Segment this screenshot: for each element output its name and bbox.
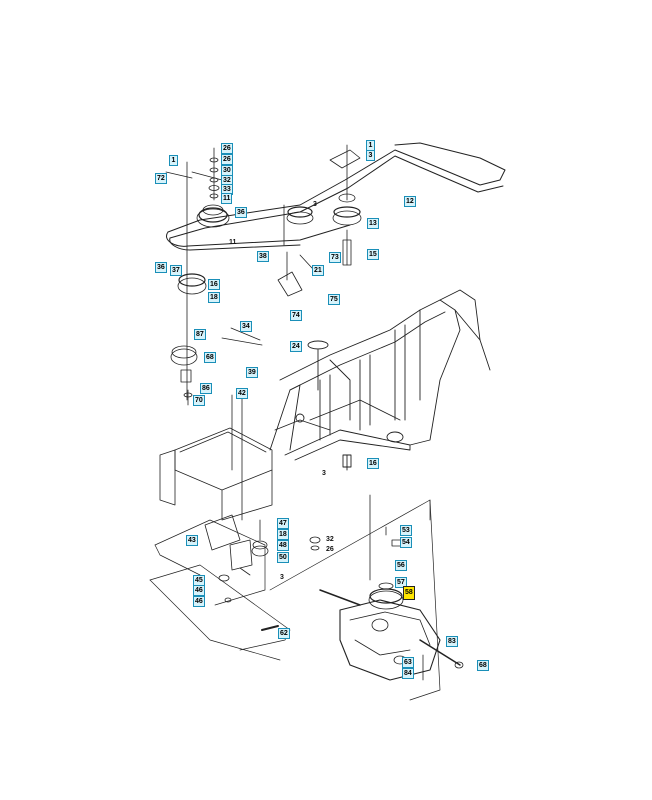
callout-36[interactable]: 36 bbox=[235, 207, 247, 218]
callout-42[interactable]: 42 bbox=[236, 388, 248, 399]
callout-46[interactable]: 46 bbox=[193, 585, 205, 596]
callout-74[interactable]: 74 bbox=[290, 310, 302, 321]
callout-62[interactable]: 62 bbox=[278, 628, 290, 639]
callout-63[interactable]: 63 bbox=[402, 657, 414, 668]
callout-57[interactable]: 57 bbox=[395, 577, 407, 588]
part-number-3: 3 bbox=[322, 470, 326, 477]
callout-36-left[interactable]: 36 bbox=[155, 262, 167, 273]
part-number-26: 26 bbox=[326, 546, 334, 553]
callout-68[interactable]: 68 bbox=[204, 352, 216, 363]
callout-3-center[interactable]: 3 bbox=[366, 150, 375, 161]
callout-21[interactable]: 21 bbox=[312, 265, 324, 276]
part-number-11: 11 bbox=[229, 239, 237, 246]
callout-68-right[interactable]: 68 bbox=[477, 660, 489, 671]
callout-18-lower[interactable]: 18 bbox=[277, 529, 289, 540]
callout-46-lower[interactable]: 46 bbox=[193, 596, 205, 607]
callout-47[interactable]: 47 bbox=[277, 518, 289, 529]
callout-11[interactable]: 11 bbox=[221, 193, 233, 204]
mower-frame bbox=[269, 289, 491, 471]
part-number-3-lower: 3 bbox=[280, 574, 284, 581]
callout-86[interactable]: 86 bbox=[200, 383, 212, 394]
callout-26[interactable]: 26 bbox=[221, 143, 233, 154]
callout-72[interactable]: 72 bbox=[155, 173, 167, 184]
callout-87[interactable]: 87 bbox=[194, 329, 206, 340]
callout-83[interactable]: 83 bbox=[446, 636, 458, 647]
center-pulleys bbox=[277, 144, 362, 297]
left-pulley-stack bbox=[165, 147, 230, 401]
part-number-3-frame: 3 bbox=[313, 201, 317, 208]
callout-54[interactable]: 54 bbox=[400, 537, 412, 548]
callout-1[interactable]: 1 bbox=[169, 155, 178, 166]
callout-38[interactable]: 38 bbox=[257, 251, 269, 262]
callout-56[interactable]: 56 bbox=[395, 560, 407, 571]
transaxle bbox=[319, 494, 464, 681]
callout-75[interactable]: 75 bbox=[328, 294, 340, 305]
callout-58-highlighted[interactable]: 58 bbox=[403, 586, 415, 600]
callout-34[interactable]: 34 bbox=[240, 321, 252, 332]
callout-18-left[interactable]: 18 bbox=[208, 292, 220, 303]
center-lower-parts bbox=[204, 514, 321, 631]
subassembly-outlines bbox=[149, 499, 441, 701]
callout-13[interactable]: 13 bbox=[367, 218, 379, 229]
callout-39[interactable]: 39 bbox=[246, 367, 258, 378]
callout-15[interactable]: 15 bbox=[367, 249, 379, 260]
callout-43[interactable]: 43 bbox=[186, 535, 198, 546]
callout-16-frame[interactable]: 16 bbox=[367, 458, 379, 469]
callout-70[interactable]: 70 bbox=[193, 395, 205, 406]
callout-12[interactable]: 12 bbox=[404, 196, 416, 207]
callout-16[interactable]: 16 bbox=[208, 279, 220, 290]
callout-53[interactable]: 53 bbox=[400, 525, 412, 536]
callout-37[interactable]: 37 bbox=[170, 265, 182, 276]
callout-73[interactable]: 73 bbox=[329, 252, 341, 263]
callout-84[interactable]: 84 bbox=[402, 668, 414, 679]
callout-50[interactable]: 50 bbox=[277, 552, 289, 563]
callout-26[interactable]: 26 bbox=[221, 154, 233, 165]
part-number-32: 32 bbox=[326, 536, 334, 543]
drive-belts bbox=[166, 142, 506, 251]
callout-24[interactable]: 24 bbox=[290, 341, 302, 352]
left-brackets bbox=[159, 327, 273, 521]
callout-48[interactable]: 48 bbox=[277, 540, 289, 551]
